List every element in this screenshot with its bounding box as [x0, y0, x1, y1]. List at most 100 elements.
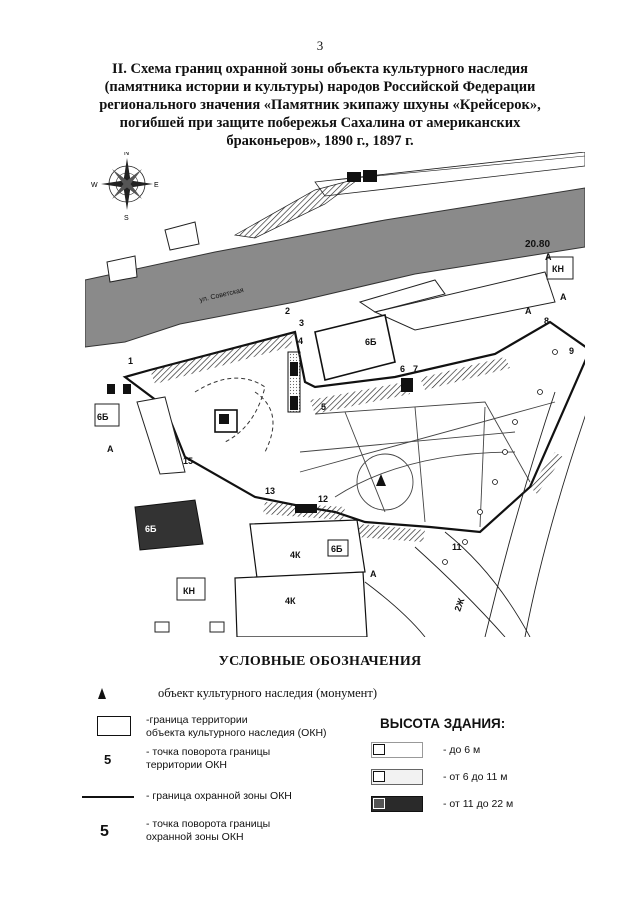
okn-monument-block	[219, 414, 229, 424]
black-building	[363, 170, 377, 182]
point-label: 8	[544, 316, 549, 326]
page-number: 3	[316, 38, 324, 53]
upper-building	[164, 221, 200, 251]
title-line: регионального значения «Памятник экипажу…	[99, 97, 541, 113]
stairs	[290, 396, 298, 410]
building-kn-bottom	[176, 577, 206, 601]
building-label: А	[370, 569, 377, 579]
legend-line: - точка поворота границы	[146, 746, 271, 758]
height-swatch-marker	[373, 798, 385, 809]
compass-rose-icon: N S E W	[91, 152, 159, 222]
slope-hatch	[357, 524, 425, 542]
point-label: 13	[265, 486, 275, 496]
park-paths	[299, 401, 556, 528]
building-4k	[249, 519, 366, 579]
height-low: - до 6 м	[443, 744, 481, 756]
compass-n: N	[124, 152, 129, 157]
building-label: 6Б	[331, 544, 343, 554]
title-line: браконьеров», 1890 г., 1897 г.	[226, 133, 414, 149]
building	[373, 271, 556, 331]
street-curves	[364, 391, 585, 637]
building-label: А	[545, 252, 552, 262]
building-label: 4К	[285, 596, 296, 606]
legend-title: УСЛОВНЫЕ ОБОЗНАЧЕНИЯ	[218, 654, 422, 669]
document-title: II. Схема границ охранной зоны объекта к…	[80, 60, 560, 150]
point-label: 4	[298, 336, 303, 346]
legend-line: территории ОКН	[146, 759, 227, 771]
stairs	[401, 378, 413, 392]
building	[358, 279, 446, 313]
building-label: 2Ж	[452, 596, 466, 613]
title-line: (памятника истории и культуры) народов Р…	[104, 79, 536, 95]
boundary-scheme-map: N S E W ул. Советская	[85, 152, 585, 637]
road-band	[85, 187, 585, 348]
point-label: 7	[413, 364, 418, 374]
title-line: II. Схема границ охранной зоны объекта к…	[111, 61, 528, 77]
building-label: КН	[552, 264, 564, 274]
upper-building	[106, 255, 138, 283]
okn-border-swatch	[97, 716, 131, 736]
building-6b-bottom	[327, 539, 349, 557]
stairs	[123, 384, 131, 394]
slope-hatch	[310, 382, 410, 414]
compass-s: S	[124, 215, 129, 222]
dashed-path	[254, 391, 274, 453]
stairs	[107, 384, 115, 394]
point-label: 6	[400, 364, 405, 374]
height-swatch-marker	[373, 744, 385, 755]
stairs	[295, 504, 317, 513]
legend-zone-point: - точка поворота границы охранной зоны О…	[146, 818, 270, 844]
point-label: 1	[128, 356, 133, 366]
legend-okn-point: - точка поворота границы территории ОКН	[146, 746, 270, 772]
compass-e: E	[154, 182, 159, 189]
legend-zone-border: - граница охранной зоны ОКН	[146, 790, 292, 802]
legend-line: охранной зоны ОКН	[146, 831, 244, 843]
point-label: 2	[285, 306, 290, 316]
building-label: 4К	[290, 550, 301, 560]
pole-markers	[442, 349, 558, 565]
legend-line: - точка поворота границы	[146, 818, 271, 830]
legend-line: объекта культурного наследия (ОКН)	[146, 727, 327, 739]
building-label: 6Б	[97, 412, 109, 422]
title-line: погибшей при защите побережья Сахалина о…	[119, 115, 521, 131]
building	[136, 396, 186, 475]
small-building	[209, 621, 225, 633]
slope-hatch	[530, 452, 563, 494]
building-label: А	[560, 292, 567, 302]
building-label: А	[107, 444, 114, 454]
compass-w: W	[91, 182, 98, 189]
point-label: 9	[569, 346, 574, 356]
building-6b	[314, 314, 396, 381]
point-label: 15	[183, 456, 193, 466]
height-mid: - от 6 до 11 м	[443, 771, 508, 783]
building-kn	[546, 256, 574, 280]
height-swatch-marker	[373, 771, 385, 782]
monument-icon	[376, 474, 386, 486]
height-high: - от 11 до 22 м	[443, 798, 514, 810]
small-building	[154, 621, 170, 633]
elevation-label: 20.80	[525, 239, 550, 250]
hatched-strip	[233, 177, 361, 239]
building-label: 6Б	[145, 524, 157, 534]
monument-legend-icon	[98, 688, 106, 699]
point-label: 3	[299, 318, 304, 328]
zone-point-number: 5	[100, 823, 109, 840]
building-6b-dark	[134, 499, 204, 551]
building-6b-left	[94, 403, 120, 427]
stairs	[290, 362, 298, 376]
point-label: 5	[321, 402, 326, 412]
legend-monument: объект культурного наследия (монумент)	[158, 686, 377, 700]
black-building	[347, 172, 361, 182]
height-legend-title: ВЫСОТА ЗДАНИЯ:	[380, 716, 506, 731]
zone-border-swatch	[82, 796, 134, 798]
slope-hatch	[150, 332, 295, 384]
legend-okn-border: -граница территории объекта культурного …	[146, 714, 327, 740]
building-label: А	[525, 306, 532, 316]
building-4k	[234, 571, 368, 637]
legend-line: -граница территории	[146, 714, 248, 726]
slope-hatch	[420, 357, 510, 390]
okn-point-number: 5	[104, 752, 112, 767]
point-label: 11	[452, 542, 462, 552]
building-label: 6Б	[365, 337, 377, 347]
point-label: 12	[318, 494, 328, 504]
